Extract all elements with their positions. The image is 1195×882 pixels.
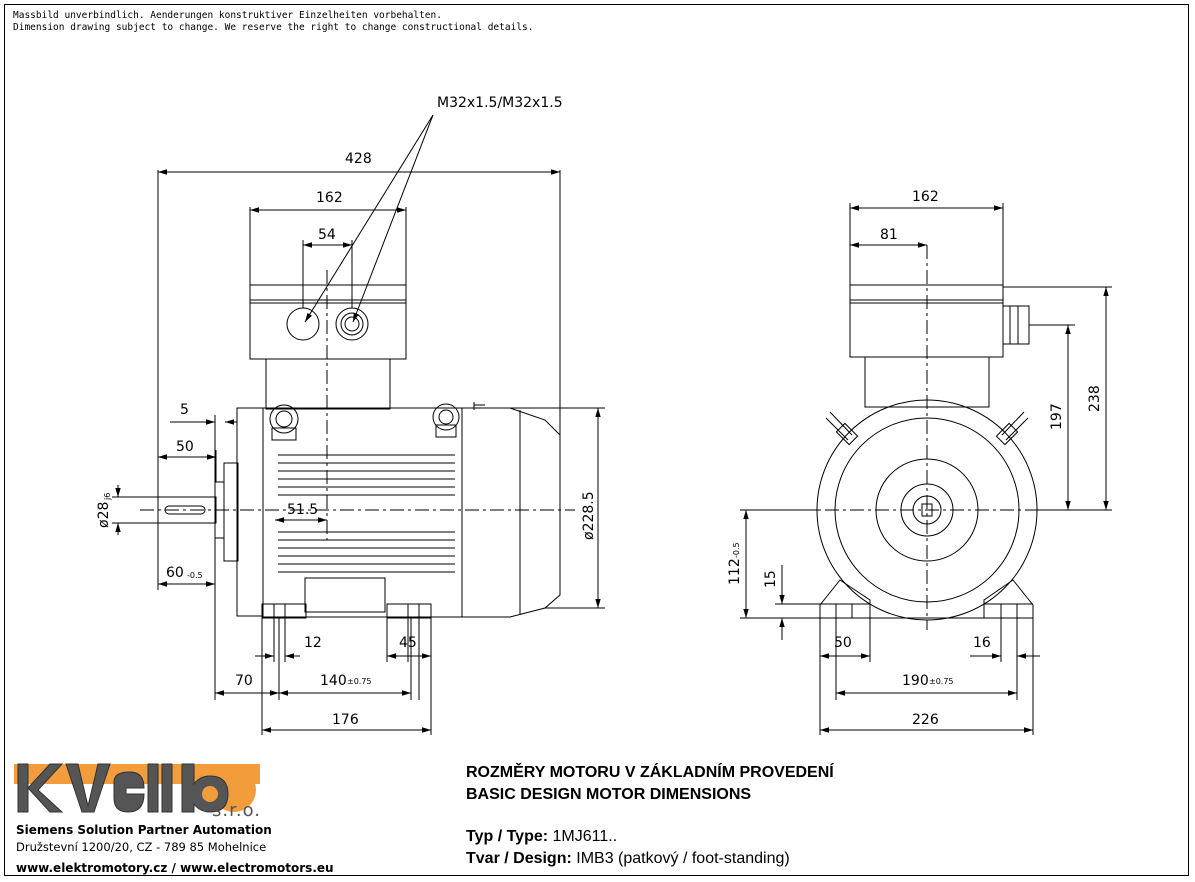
cable-gland-left — [286, 307, 320, 341]
stator-body — [262, 407, 561, 618]
title-en: BASIC DESIGN MOTOR DIMENSIONS — [466, 786, 752, 803]
address-line: Družstevní 1200/20, CZ - 789 85 Mohelnic… — [16, 840, 267, 854]
dim-foot-140: 140 — [320, 673, 347, 689]
dim-terminal-box-side: 162 — [316, 190, 343, 206]
front-view — [800, 245, 1050, 630]
dim-foot-190: 190 — [902, 673, 929, 689]
dim-key: 51.5 — [287, 502, 318, 518]
disclaimer-de: Massbild unverbindlich. Aenderungen kons… — [13, 10, 442, 21]
terminal-box-side — [249, 284, 407, 360]
side-view — [140, 270, 575, 619]
website-link[interactable]: www.elektromotory.cz / www.electromotors… — [16, 861, 334, 875]
design-value: IMB3 (patkový / foot-standing) — [576, 850, 790, 867]
dim-overall-length: 428 — [345, 151, 372, 167]
type-value: 1MJ611.. — [552, 828, 618, 845]
dim-foot-140-tol: ±0.75 — [347, 677, 372, 686]
partner-line: Siemens Solution Partner Automation — [16, 823, 272, 837]
dim-ext-60-tol: -0.5 — [187, 571, 203, 580]
dim-foot-thickness: 15 — [763, 570, 779, 588]
dim-shaft-offset: 5 — [180, 402, 189, 418]
company-suffix: s.r.o. — [212, 800, 261, 821]
dim-foot-45: 45 — [399, 635, 417, 651]
dim-foot-176: 176 — [332, 712, 359, 728]
dim-gland-spacing: 54 — [318, 227, 336, 243]
lifting-eye-front — [269, 404, 299, 434]
foot-front — [261, 603, 307, 619]
dim-foot-50: 50 — [834, 635, 852, 651]
disclaimer-en: Dimension drawing subject to change. We … — [13, 22, 534, 33]
drawing-frame — [4, 4, 1189, 876]
dim-shaft-height: 112 — [727, 558, 743, 585]
dim-foot-70: 70 — [235, 673, 253, 689]
dim-terminal-box-front: 162 — [912, 189, 939, 205]
foot-rear — [386, 603, 432, 619]
design-row: Tvar / Design: IMB3 (patkový / foot-stan… — [466, 850, 790, 868]
end-shield — [236, 407, 264, 617]
dim-frame-dia: ø228.5 — [581, 491, 597, 540]
cable-gland-front — [1002, 305, 1030, 345]
dim-gland-height: 197 — [1049, 403, 1065, 430]
dim-center-81: 81 — [880, 227, 898, 243]
dim-hole-16: 16 — [973, 635, 991, 651]
dim-foot-226: 226 — [912, 712, 939, 728]
design-label: Tvar / Design: — [466, 850, 572, 867]
dim-hole-12: 12 — [304, 635, 322, 651]
dim-shaft-dia: ø28 — [96, 502, 112, 528]
dim-shaft-length: 50 — [176, 439, 194, 455]
dim-shaft-dia-tol: j6 — [103, 493, 112, 501]
lifting-eye-rear — [432, 403, 460, 431]
type-row: Typ / Type: 1MJ611.. — [466, 828, 617, 846]
dim-foot-190-tol: ±0.75 — [929, 677, 954, 686]
thread-label: M32x1.5/M32x1.5 — [437, 95, 563, 111]
type-label: Typ / Type: — [466, 828, 549, 845]
dim-box-height: 238 — [1087, 385, 1103, 412]
dim-shaft-height-tol: -0.5 — [732, 542, 741, 558]
title-cz: ROZMĚRY MOTORU V ZÁKLADNÍM PROVEDENÍ — [466, 764, 834, 781]
company-logo — [14, 763, 260, 813]
dim-ext-60: 60 — [166, 565, 184, 581]
